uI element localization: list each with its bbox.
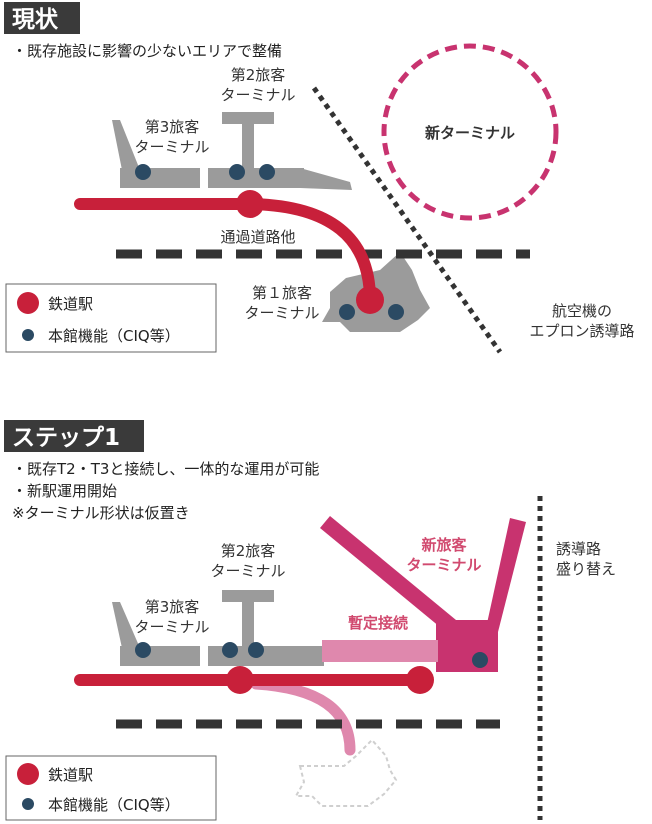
- legend-station-label: 鉄道駅: [48, 295, 93, 313]
- step1-t3-label-line2: ターミナル: [134, 618, 209, 636]
- taxiway-label-line2: エプロン誘導路: [529, 322, 634, 340]
- step1-bullet-1: ・既存T2・T3と接続し、一体的な運用が可能: [12, 460, 319, 478]
- step1-station-t2: [226, 666, 254, 694]
- t1-label-line1: 第１旅客: [252, 284, 312, 302]
- step1-bullet-2: ・新駅運用開始: [12, 482, 117, 500]
- legend-ciq-icon: [22, 329, 34, 341]
- step1-taxiway-label-line1: 誘導路: [556, 540, 601, 558]
- ciq-dot-t1b: [388, 304, 404, 320]
- provisional-connector: [322, 640, 438, 662]
- step1-t3-label-line1: 第3旅客: [145, 598, 200, 616]
- step1-station-new: [406, 666, 434, 694]
- current-heading-bg: [4, 2, 80, 34]
- step1-ciq-dot-t3: [135, 642, 151, 658]
- current-section: 現状 ・既存施設に影響の少ないエリアで整備: [4, 2, 635, 354]
- step1-legend-ciq-label: 本館機能（CIQ等）: [48, 796, 180, 814]
- provisional-label: 暫定接続: [348, 614, 408, 632]
- t1-label-line2: ターミナル: [244, 304, 319, 322]
- step1-heading-bg: [4, 420, 144, 452]
- step1-legend-station-icon: [17, 763, 39, 785]
- step1-legend: 鉄道駅 本館機能（CIQ等）: [5, 755, 217, 821]
- new-terminal-label: 新ターミナル: [425, 124, 515, 142]
- step1-ciq-dot-t2a: [222, 642, 238, 658]
- rail-station-t1: [356, 286, 384, 314]
- road-label: 通過道路他: [220, 228, 295, 246]
- t2-label-line1: 第2旅客: [231, 66, 286, 84]
- legend-station-icon: [17, 292, 39, 314]
- current-heading: 現状: [12, 6, 59, 33]
- ciq-dot-t2b: [259, 164, 275, 180]
- future-rail-curve: [250, 678, 356, 756]
- step1-ciq-dot-t2b: [248, 642, 264, 658]
- step1-t2-label-line1: 第2旅客: [221, 542, 276, 560]
- step1-heading: ステップ1: [12, 425, 120, 451]
- new-terminal-circle: [381, 43, 559, 221]
- current-bullet: ・既存施設に影響の少ないエリアで整備: [12, 42, 282, 60]
- terminal-2-shape: [208, 112, 352, 190]
- old-terminal-outline: [294, 738, 398, 807]
- ciq-dot-t2a: [229, 164, 245, 180]
- step1-bullet-3: ※ターミナル形状は仮置き: [12, 504, 190, 522]
- step1-taxiway-label-line2: 盛り替え: [556, 560, 616, 578]
- t3-label-line2: ターミナル: [134, 138, 209, 156]
- ciq-dot-t1a: [339, 304, 355, 320]
- taxiway-label-line1: 航空機の: [552, 302, 612, 320]
- apron-taxiway-line: [311, 86, 503, 354]
- step1-section: ステップ1 ・既存T2・T3と接続し、一体的な運用が可能 ・新駅運用開始 ※ター…: [4, 420, 616, 821]
- legend-ciq-label: 本館機能（CIQ等）: [48, 327, 180, 345]
- step1-ciq-dot-new: [472, 652, 488, 668]
- new-terminal-label-line1: 新旅客: [421, 536, 467, 554]
- step1-legend-station-label: 鉄道駅: [48, 766, 93, 784]
- new-terminal-shape: [320, 516, 526, 672]
- step1-legend-ciq-icon: [22, 798, 34, 810]
- new-terminal-label-line2: ターミナル: [406, 556, 481, 574]
- t3-label-line1: 第3旅客: [145, 118, 200, 136]
- step1-t2-label-line2: ターミナル: [210, 562, 285, 580]
- rail-station-t2: [236, 190, 264, 218]
- current-legend: 鉄道駅 本館機能（CIQ等）: [5, 283, 217, 353]
- ciq-dot-t3: [135, 164, 151, 180]
- t2-label-line2: ターミナル: [220, 86, 295, 104]
